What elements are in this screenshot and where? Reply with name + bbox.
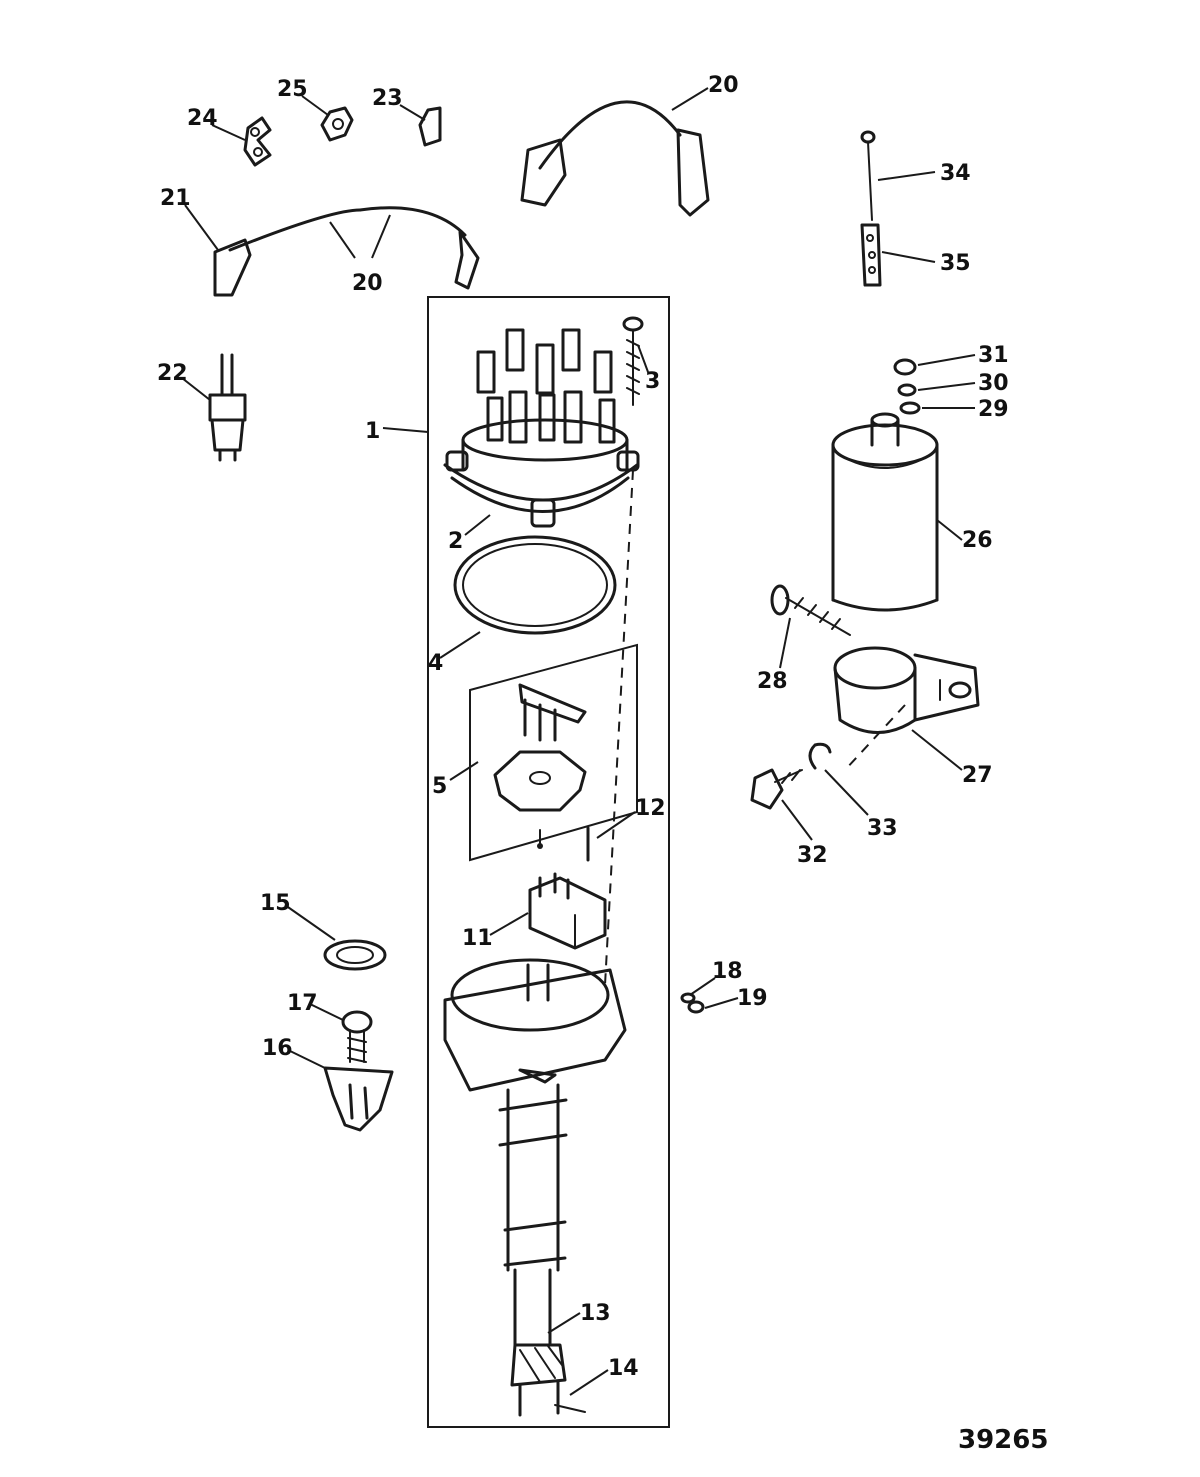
callout-27: 27 (962, 763, 993, 788)
callout-20-bottom: 20 (352, 271, 383, 296)
callout-35: 35 (940, 251, 971, 276)
callout-21: 21 (160, 186, 191, 211)
leader-35 (881, 251, 936, 263)
ignition-module (528, 872, 607, 950)
leader-15 (284, 904, 336, 941)
distributor-assembly-frame (427, 296, 670, 1428)
callout-34: 34 (940, 161, 971, 186)
cap-seal-ring (453, 535, 617, 635)
callout-2: 2 (448, 529, 463, 554)
coil-mounting-bolt (770, 584, 851, 636)
coil-nut (893, 358, 917, 376)
leader-27 (911, 729, 963, 771)
callout-30: 30 (978, 371, 1009, 396)
leader-14 (569, 1369, 609, 1396)
callout-11: 11 (462, 926, 493, 951)
leader-23 (399, 104, 426, 121)
callout-19: 19 (737, 986, 768, 1011)
lock-washer (897, 383, 917, 397)
distributor-cap (443, 328, 640, 528)
nut (687, 1000, 705, 1014)
callout-17: 17 (287, 991, 318, 1016)
leader-18 (689, 977, 716, 996)
leader-25 (301, 95, 329, 116)
leader-13 (547, 1312, 581, 1334)
leader-4 (439, 631, 481, 659)
leader-26 (936, 519, 963, 541)
hold-down-clamp (323, 1066, 394, 1132)
callout-5: 5 (432, 774, 447, 799)
wire-separator-clip-25 (320, 106, 354, 142)
rotor-kit-box (469, 643, 638, 862)
leader-28 (779, 617, 791, 669)
bracket-lock-washer (808, 742, 832, 770)
callout-28: 28 (757, 669, 788, 694)
callout-12: 12 (635, 796, 666, 821)
leader-22 (181, 377, 211, 401)
bracket-bolt (750, 768, 803, 810)
spark-plug-wire-long (520, 100, 710, 217)
callout-3: 3 (645, 369, 660, 394)
distributor-housing (443, 958, 627, 1347)
leader-20b-left (329, 221, 356, 259)
coil-bracket (833, 646, 980, 734)
leader-16 (287, 1049, 326, 1069)
leader-1 (382, 427, 429, 433)
drive-gear (510, 1343, 567, 1387)
hold-down-washer (323, 939, 387, 971)
spark-plug (208, 353, 247, 462)
leader-24 (211, 124, 246, 141)
callout-18: 18 (712, 959, 743, 984)
leader-2 (464, 514, 491, 536)
leader-3 (637, 344, 649, 373)
callout-20-top: 20 (708, 73, 739, 98)
leader-11 (489, 912, 529, 936)
terminal-probe (860, 130, 882, 287)
leader-33 (824, 769, 869, 816)
figure-id: 39265 (958, 1425, 1048, 1455)
leader-12 (596, 811, 636, 839)
callout-15: 15 (260, 891, 291, 916)
cap-seal-ring-inner (462, 543, 608, 627)
wire-separator-clip-24 (243, 116, 272, 167)
callout-13: 13 (580, 1301, 611, 1326)
bracket-bolt-alignment-line (844, 704, 906, 771)
flat-washer (899, 401, 921, 415)
gear-roll-pin (518, 1380, 586, 1417)
callout-1: 1 (365, 419, 380, 444)
callout-14: 14 (608, 1356, 639, 1381)
leader-30 (917, 382, 976, 391)
clamp-bolt (341, 1010, 373, 1063)
callout-23: 23 (372, 86, 403, 111)
callout-22: 22 (157, 361, 188, 386)
leader-17 (309, 1003, 344, 1021)
leader-32 (781, 799, 813, 841)
cap-screw-alignment-line (604, 469, 634, 986)
callout-24: 24 (187, 106, 218, 131)
leader-20b-right (371, 214, 391, 259)
leader-19 (704, 997, 739, 1009)
leader-31 (917, 354, 976, 366)
leader-34 (877, 171, 936, 181)
callout-29: 29 (978, 397, 1009, 422)
wire-separator-clip-23 (418, 106, 442, 147)
rotor (518, 683, 587, 742)
cap-screw (622, 316, 644, 406)
callout-32: 32 (797, 843, 828, 868)
callout-26: 26 (962, 528, 993, 553)
callout-33: 33 (867, 816, 898, 841)
callout-16: 16 (262, 1036, 293, 1061)
leader-21 (184, 204, 219, 251)
leader-20a (671, 87, 709, 111)
ignition-coil (831, 412, 939, 612)
callout-25: 25 (277, 77, 308, 102)
washer (680, 992, 696, 1004)
callout-4: 4 (428, 651, 443, 676)
spark-plug-wire-short (213, 206, 480, 297)
hold-down-washer-inner (336, 946, 374, 964)
leader-5 (449, 761, 479, 781)
reluctor (493, 750, 587, 849)
callout-31: 31 (978, 343, 1009, 368)
